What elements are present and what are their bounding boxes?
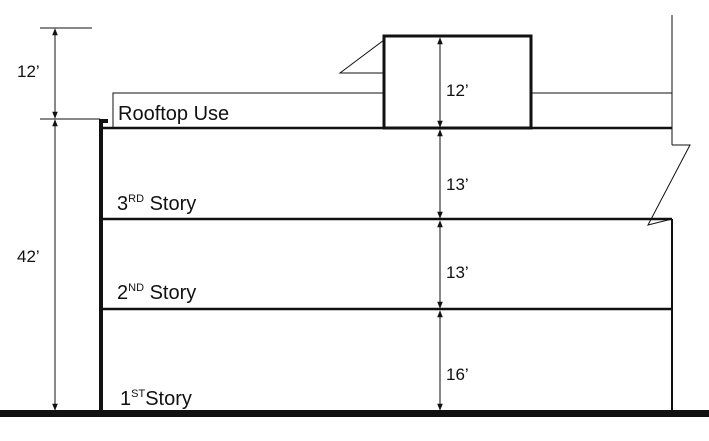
label-second-story-number: 2 xyxy=(117,282,128,304)
label-first-story: 1STStory xyxy=(120,388,192,410)
label-first-story-suffix: ST xyxy=(131,388,145,400)
dim-label-rooftop-overall: 12’ xyxy=(17,62,40,81)
dim-label-second-story: 13’ xyxy=(446,263,469,282)
label-second-story-word: Story xyxy=(144,282,196,304)
overall-dimensions xyxy=(40,27,100,411)
label-third-story-word: Story xyxy=(144,193,196,215)
dim-label-building-overall: 42’ xyxy=(17,247,40,266)
label-third-story-suffix: RD xyxy=(128,193,144,205)
adjacent-building xyxy=(647,15,691,226)
label-third-story: 3RD Story xyxy=(117,193,196,215)
label-first-story-number: 1 xyxy=(120,388,131,410)
ground-line xyxy=(0,410,709,417)
label-third-story-number: 3 xyxy=(117,193,128,215)
dim-label-penthouse: 12’ xyxy=(446,81,469,100)
penthouse xyxy=(382,34,533,130)
dim-label-first-story: 16’ xyxy=(446,365,469,384)
dim-label-third-story: 13’ xyxy=(446,175,469,194)
label-first-story-word: Story xyxy=(145,388,192,410)
roof-hatch-indicator xyxy=(338,39,385,74)
label-second-story: 2ND Story xyxy=(117,282,196,304)
left-wall xyxy=(99,119,108,411)
label-rooftop-use: Rooftop Use xyxy=(118,103,229,125)
building-outline xyxy=(99,119,673,411)
rooftop-enclosure xyxy=(112,92,672,128)
label-second-story-suffix: ND xyxy=(128,282,144,294)
